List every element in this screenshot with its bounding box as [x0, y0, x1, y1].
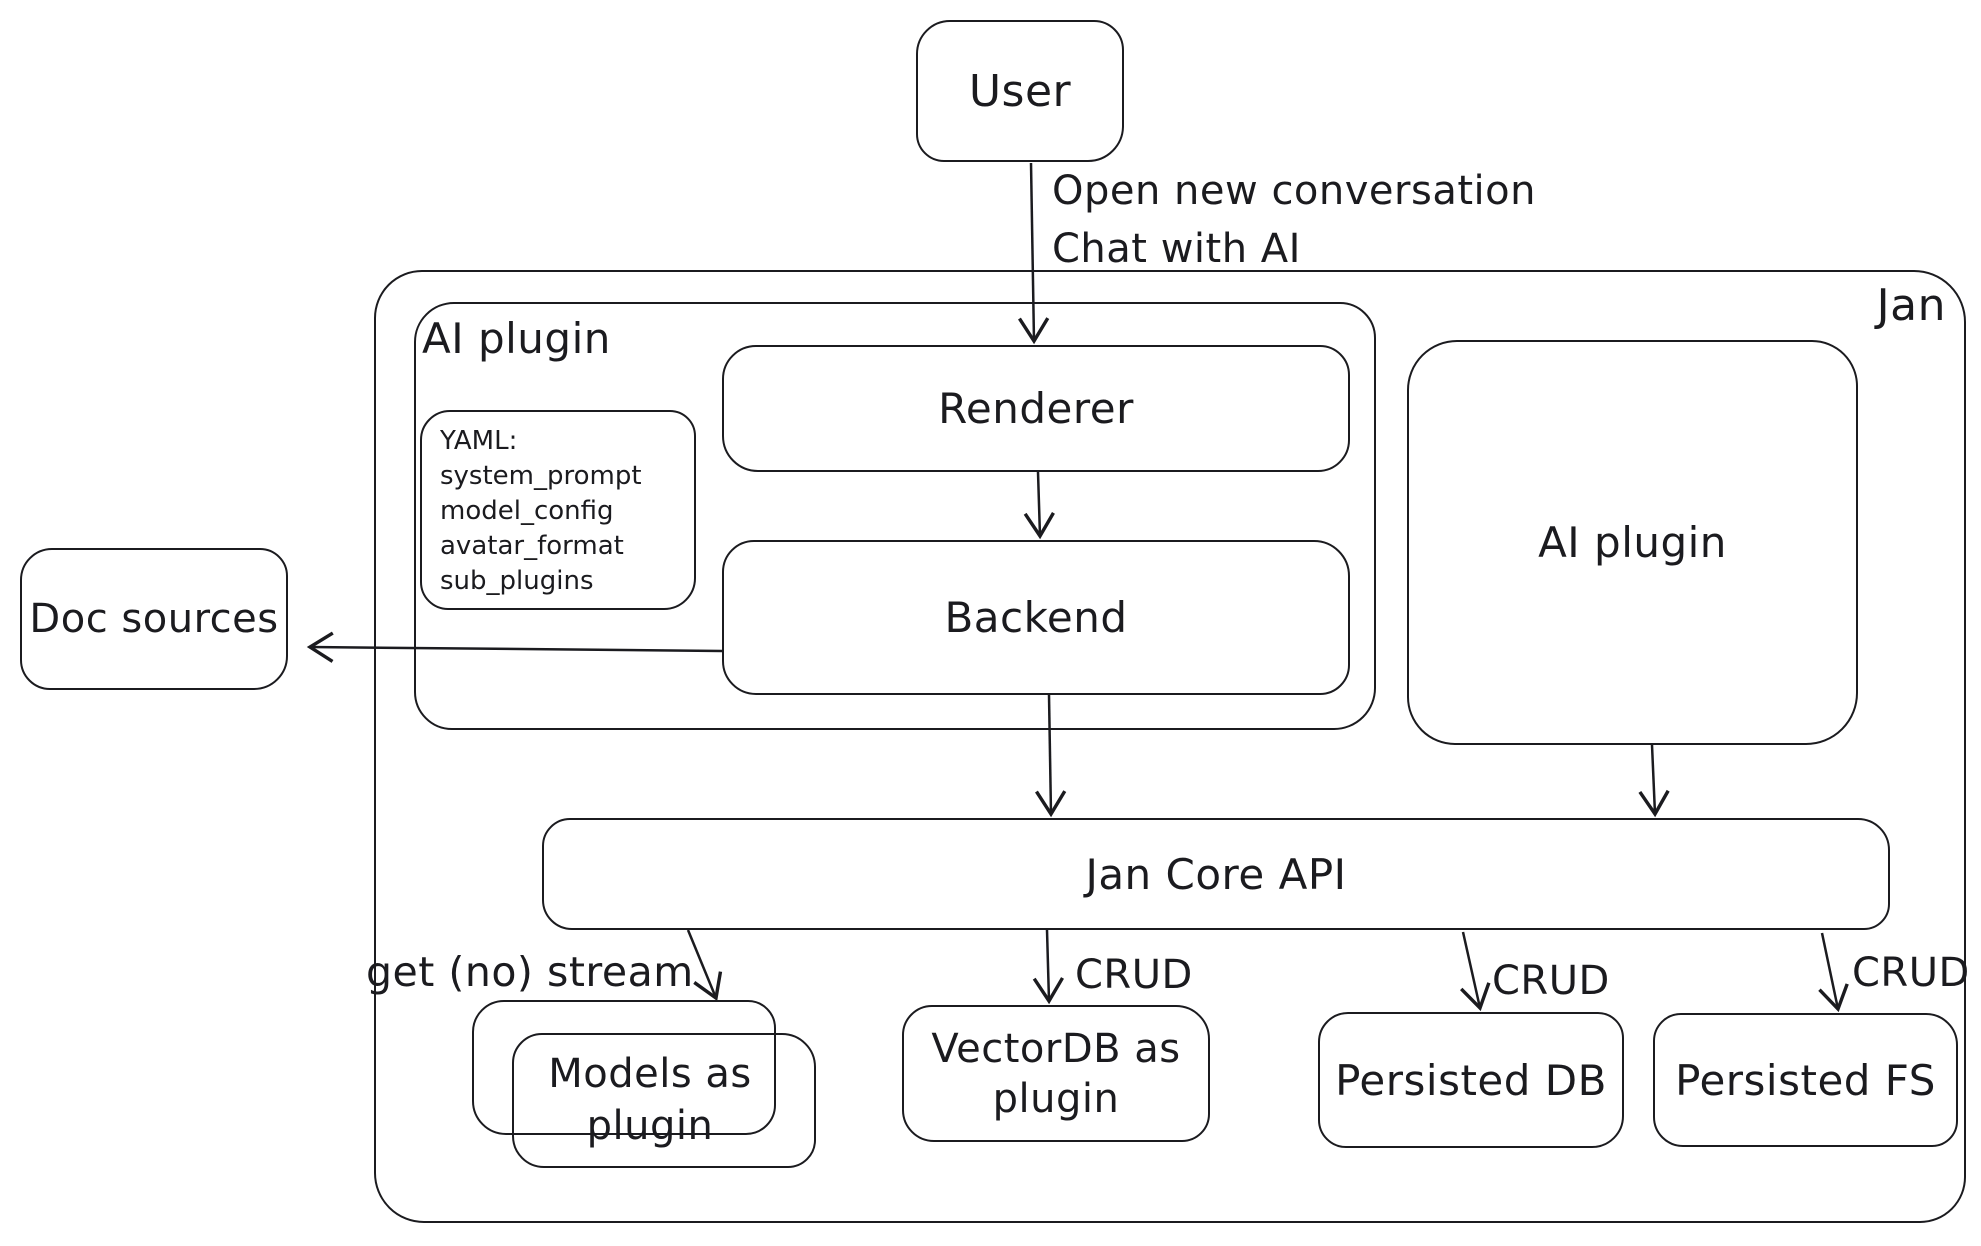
edge-label-chat-with-ai: Chat with AI	[1052, 226, 1301, 272]
yaml-line: YAML:	[440, 426, 518, 456]
jan-container: Jan	[374, 270, 1966, 1223]
models-as-plugin-box-outer	[472, 1000, 776, 1135]
persisted-fs-label: Persisted FS	[1675, 1055, 1936, 1105]
yaml-note: YAML: system_prompt model_config avatar_…	[420, 410, 696, 610]
persisted-db-node: Persisted DB	[1318, 1012, 1624, 1148]
backend-node: Backend	[722, 540, 1350, 695]
edge-label-open-new-conversation: Open new conversation	[1052, 168, 1536, 214]
persisted-fs-node: Persisted FS	[1653, 1013, 1958, 1147]
ai-plugin-group-label: AI plugin	[422, 314, 611, 363]
edge-label-crud-persisted-db: CRUD	[1492, 958, 1610, 1004]
models-as-plugin-box-inner	[512, 1033, 816, 1168]
yaml-line: model_config	[440, 496, 614, 526]
ai-plugin-group: AI plugin	[414, 302, 1376, 730]
ai-plugin-right-node: AI plugin	[1407, 340, 1858, 745]
edge-label-crud-persisted-fs: CRUD	[1852, 950, 1970, 996]
doc-sources-label: Doc sources	[29, 596, 279, 642]
jan-core-api-node: Jan Core API	[542, 818, 1890, 930]
ai-plugin-right-label: AI plugin	[1538, 518, 1727, 567]
doc-sources-node: Doc sources	[20, 548, 288, 690]
renderer-label: Renderer	[938, 384, 1134, 433]
edge-label-get-no-stream: get (no) stream	[366, 948, 694, 996]
jan-core-api-label: Jan Core API	[1085, 849, 1347, 899]
user-node: User	[916, 20, 1124, 162]
vectordb-as-plugin-label: VectorDB as plugin	[931, 1025, 1181, 1122]
user-label: User	[968, 65, 1072, 117]
backend-label: Backend	[944, 593, 1128, 642]
yaml-line: sub_plugins	[440, 566, 594, 596]
edge-label-crud-vectordb: CRUD	[1075, 952, 1193, 998]
yaml-line: system_prompt	[440, 461, 642, 491]
renderer-node: Renderer	[722, 345, 1350, 472]
vectordb-as-plugin-node: VectorDB as plugin	[902, 1005, 1210, 1142]
models-as-plugin-label: Models as plugin	[548, 1051, 752, 1149]
yaml-line: avatar_format	[440, 531, 624, 561]
jan-label: Jan	[1876, 280, 1946, 331]
persisted-db-label: Persisted DB	[1335, 1055, 1607, 1105]
